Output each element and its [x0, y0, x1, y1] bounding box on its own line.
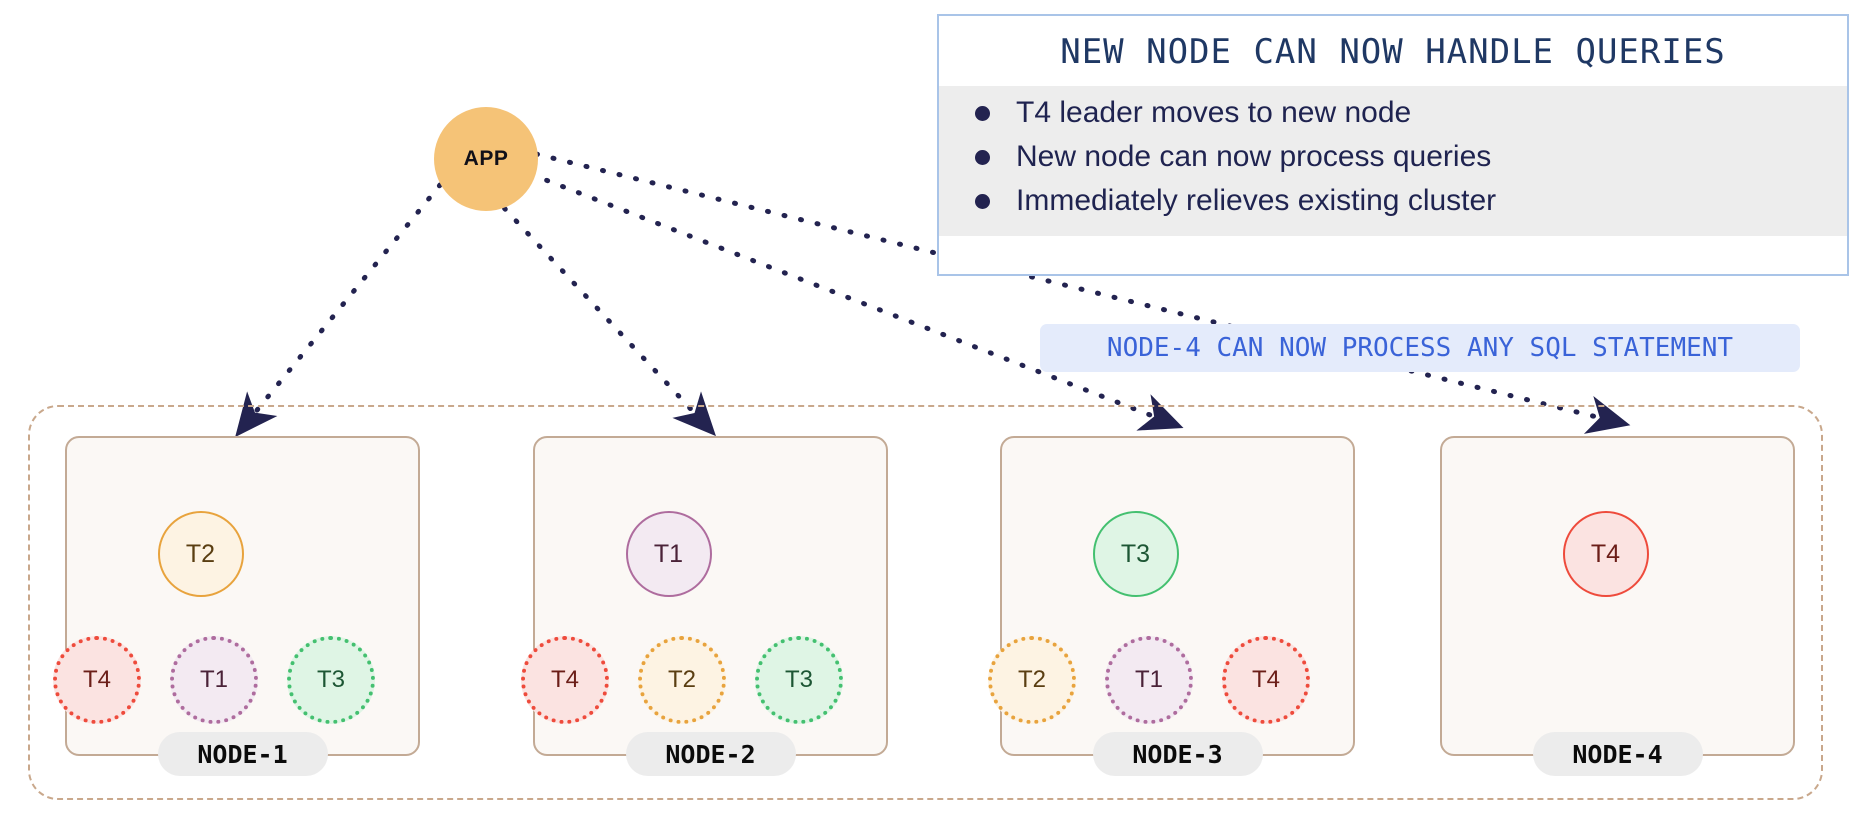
replica-tablet[interactable]: T4: [521, 636, 609, 724]
replica-tablet[interactable]: T3: [287, 636, 375, 724]
leader-tablet[interactable]: T1: [625, 511, 712, 597]
node-label: NODE-4: [1532, 732, 1703, 776]
callout-list-item: T4 leader moves to new node: [961, 98, 1825, 128]
arrow-app-to-node-4: [517, 147, 1631, 434]
replica-tablet[interactable]: T4: [53, 636, 141, 724]
callout-box: NEW NODE CAN NOW HANDLE QUERIES T4 leade…: [937, 14, 1849, 276]
node-box[interactable]: [1440, 436, 1795, 756]
callout-item-text: T4 leader moves to new node: [1016, 96, 1412, 129]
bullet-icon: [975, 149, 990, 165]
replica-tablet[interactable]: T1: [170, 636, 258, 724]
leader-tablet[interactable]: T2: [157, 511, 244, 597]
callout-title: NEW NODE CAN NOW HANDLE QUERIES: [939, 16, 1847, 86]
leader-tablet[interactable]: T4: [1562, 511, 1649, 597]
replica-tablet[interactable]: T3: [755, 636, 843, 724]
callout-item-text: New node can now process queries: [1016, 140, 1492, 173]
arrow-app-to-node-1: [235, 182, 443, 438]
node-label: NODE-3: [1092, 732, 1263, 776]
replica-tablet[interactable]: T4: [1222, 636, 1310, 724]
callout-list-item: New node can now process queries: [961, 142, 1825, 172]
status-banner-text: NODE-4 CAN NOW PROCESS ANY SQL STATEMENT: [1106, 333, 1734, 363]
bullet-icon: [975, 105, 990, 121]
replica-tablet[interactable]: T1: [1105, 636, 1193, 724]
callout-body: T4 leader moves to new node New node can…: [939, 86, 1847, 236]
arrow-app-to-node-3: [512, 165, 1184, 431]
arrow-app-to-node-2: [490, 193, 716, 437]
app-node-label: APP: [463, 147, 509, 170]
bullet-icon: [975, 193, 990, 209]
callout-list-item: Immediately relieves existing cluster: [961, 186, 1825, 216]
node-label: NODE-2: [625, 732, 796, 776]
app-node[interactable]: APP: [434, 107, 538, 211]
leader-tablet[interactable]: T3: [1092, 511, 1179, 597]
node-label: NODE-1: [157, 732, 328, 776]
replica-tablet[interactable]: T2: [638, 636, 726, 724]
replica-tablet[interactable]: T2: [988, 636, 1076, 724]
status-banner: NODE-4 CAN NOW PROCESS ANY SQL STATEMENT: [1040, 324, 1800, 372]
callout-item-text: Immediately relieves existing cluster: [1016, 184, 1497, 217]
cluster-boundary: [28, 405, 1823, 800]
